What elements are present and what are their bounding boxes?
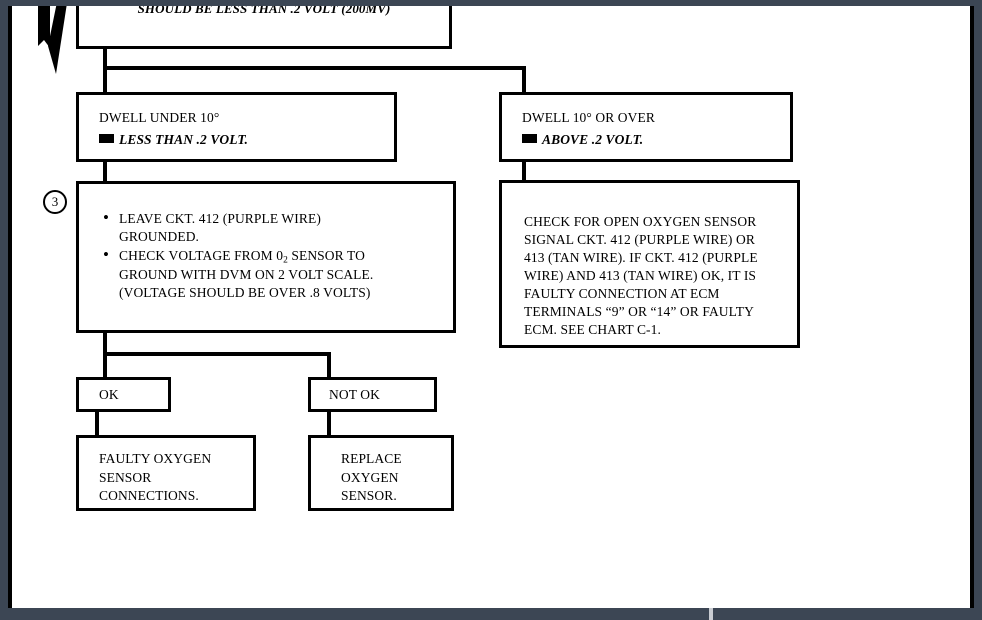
ok-label: OK	[99, 387, 119, 402]
check-open-line2: SIGNAL CKT. 412 (PURPLE WIRE) OR	[524, 232, 755, 248]
branch-right-line1: DWELL 10° OR OVER	[522, 110, 655, 125]
result-not-ok-line1: REPLACE	[341, 451, 402, 466]
connector-left-branch-to-step3	[103, 160, 107, 191]
step3-b2-line1: CHECK VOLTAGE FROM 02 SENSOR TO	[119, 247, 365, 265]
top-condition-line2: SHOULD BE LESS THAN .2 VOLT (200MV)	[137, 6, 391, 17]
step3-bullet-1: LEAVE CKT. 412 (PURPLE WIRE) GROUNDED.	[103, 209, 453, 246]
connector-bus-to-not-ok	[327, 352, 331, 380]
result-ok-line2: SENSOR	[99, 469, 152, 485]
scan-callout-letters: C A N	[36, 6, 52, 28]
step3-b1-line2: GROUNDED.	[119, 228, 200, 244]
connector-right-branch-to-check	[522, 160, 526, 182]
box-step3-instructions: LEAVE CKT. 412 (PURPLE WIRE) GROUNDED. C…	[76, 181, 456, 333]
connector-result-bus	[103, 352, 331, 356]
check-open-line7: ECM. SEE CHART C-1.	[524, 322, 661, 338]
viewer-top-bar	[0, 0, 982, 6]
scan-letter-n: N	[39, 14, 49, 28]
connector-bus-to-left-branch	[103, 66, 107, 94]
step3-bullet-2: CHECK VOLTAGE FROM 02 SENSOR TO GROUND W…	[103, 246, 453, 302]
box-check-open-circuit: CHECK FOR OPEN OXYGEN SENSOR SIGNAL CKT.…	[499, 180, 800, 348]
connector-not-ok-to-result	[327, 410, 331, 438]
scrollbar-thumb-tick[interactable]	[709, 608, 713, 620]
viewer-bottom-scrollbar[interactable]	[0, 608, 982, 620]
branch-left-line2: LESS THAN .2 VOLT.	[99, 131, 394, 149]
step3-b2-line3: (VOLTAGE SHOULD BE OVER .8 VOLTS)	[119, 285, 371, 301]
step3-b2-line2: GROUND WITH DVM ON 2 VOLT SCALE.	[119, 267, 374, 283]
box-result-replace-sensor: REPLACE OXYGEN SENSOR.	[308, 435, 454, 511]
o2-subscript: 2	[283, 254, 288, 265]
result-not-ok-line3: SENSOR.	[341, 488, 397, 504]
check-open-line3: 413 (TAN WIRE). IF CKT. 412 (PURPLE	[524, 250, 758, 266]
box-top-condition: ENGINE RUNNING, SENSOR VOLTAGE SHOULD BE…	[76, 6, 452, 49]
check-open-line5: FAULTY CONNECTION AT ECM	[524, 286, 720, 302]
box-result-faulty-connections: FAULTY OXYGEN SENSOR CONNECTIONS.	[76, 435, 256, 511]
connector-bus-to-right-branch	[522, 66, 526, 94]
step-number-badge-3: 3	[43, 190, 67, 214]
result-ok-line3: CONNECTIONS.	[99, 488, 199, 504]
not-ok-label: NOT OK	[329, 387, 380, 402]
box-not-ok: NOT OK	[308, 377, 437, 412]
scanned-page: C A N ENGINE RUNNING, SENSOR VOLTAGE SHO…	[8, 6, 974, 608]
step3-b1-line1: LEAVE CKT. 412 (PURPLE WIRE)	[119, 211, 321, 226]
scan-letter-a: A	[39, 6, 49, 14]
connector-step3-to-result-bus	[103, 331, 107, 357]
result-not-ok-line2: OXYGEN	[341, 469, 399, 485]
check-open-line6: TERMINALS “9” OR “14” OR FAULTY	[524, 304, 754, 320]
square-bullet-icon	[522, 133, 537, 143]
connector-ok-to-result	[95, 410, 99, 438]
connector-top-to-bus	[103, 46, 107, 70]
square-bullet-icon	[99, 133, 114, 143]
branch-left-line1: DWELL UNDER 10°	[99, 110, 220, 125]
check-open-line1: CHECK FOR OPEN OXYGEN SENSOR	[524, 214, 757, 229]
check-open-line4: WIRE) AND 413 (TAN WIRE) OK, IT IS	[524, 268, 757, 284]
connector-bus-to-ok	[103, 352, 107, 380]
connector-branch-bus	[103, 66, 526, 70]
branch-right-line2: ABOVE .2 VOLT.	[522, 131, 790, 149]
scan-pointer-flag-icon	[38, 6, 67, 74]
step3-bullet-list: LEAVE CKT. 412 (PURPLE WIRE) GROUNDED. C…	[103, 209, 453, 302]
result-ok-line1: FAULTY OXYGEN	[99, 451, 212, 466]
step-number-3-label: 3	[51, 194, 59, 209]
box-branch-right-dwell-over: DWELL 10° OR OVER ABOVE .2 VOLT.	[499, 92, 793, 162]
box-branch-left-dwell-under: DWELL UNDER 10° LESS THAN .2 VOLT.	[76, 92, 397, 162]
box-ok: OK	[76, 377, 171, 412]
